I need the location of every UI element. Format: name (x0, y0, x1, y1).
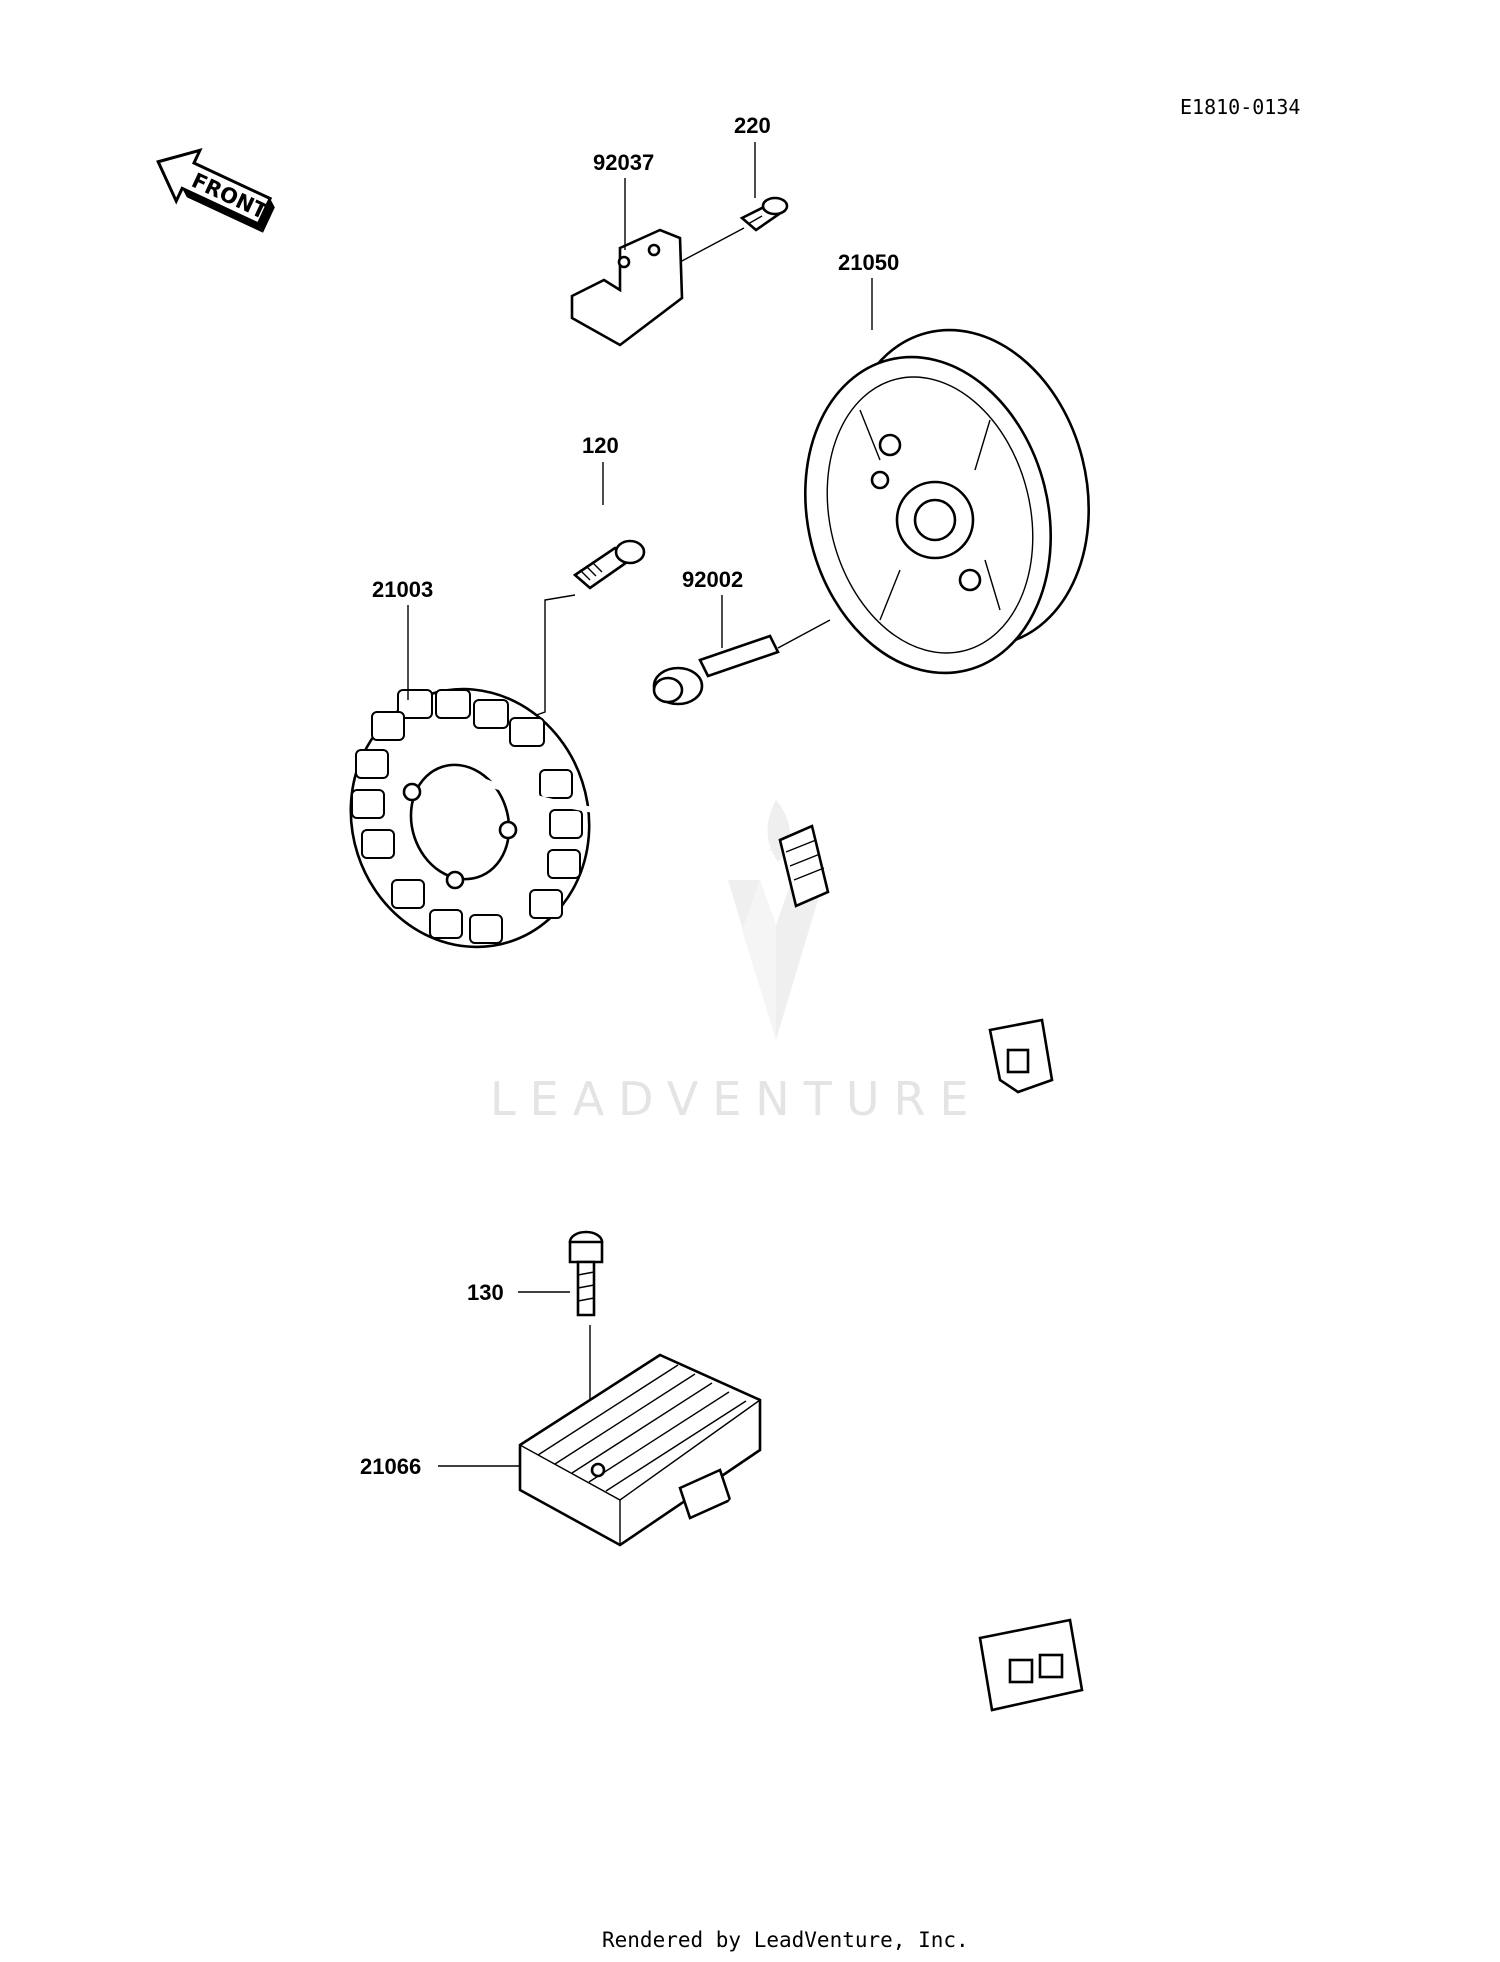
stator-wiring-harness (468, 772, 1054, 1094)
screw-220 (739, 142, 789, 232)
stator-21003 (349, 687, 591, 949)
bolt-120 (572, 462, 646, 590)
callout-label-92002: 92002 (682, 567, 743, 592)
callout-label-21066: 21066 (360, 1454, 421, 1479)
diagram-reference-code: E1810-0134 (1180, 95, 1300, 119)
footer-credit: Rendered by LeadVenture, Inc. (602, 1928, 969, 1952)
bracket-92037 (570, 227, 745, 347)
flywheel-rotor-21050 (803, 328, 1091, 675)
callout-label-220: 220 (734, 113, 771, 138)
callout-label-21003: 21003 (372, 577, 433, 602)
regulator-rectifier-21066 (438, 1353, 762, 1547)
bolt-92002 (652, 595, 831, 706)
callout-label-92037: 92037 (593, 150, 654, 175)
callout-label-120: 120 (582, 433, 619, 458)
regulator-wiring-harness (678, 1468, 1084, 1712)
watermark-text: LEADVENTURE (490, 1072, 983, 1126)
front-arrow-icon: FRONT (156, 148, 275, 233)
callout-label-21050: 21050 (838, 250, 899, 275)
callout-label-130: 130 (467, 1280, 504, 1305)
leadventure-logo-icon (728, 800, 824, 1040)
